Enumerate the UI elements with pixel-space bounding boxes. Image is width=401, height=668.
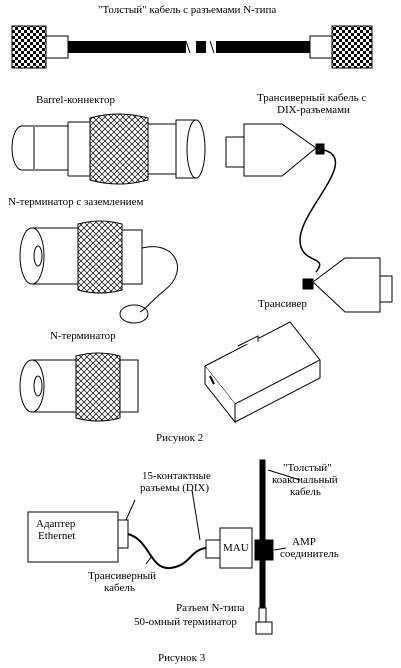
transceiver-label: Трансивер [258, 298, 307, 310]
dix-label-line1: 15-контактные [142, 470, 211, 482]
transceiver-cable-label-line2: DIX-разъемами [277, 104, 350, 116]
transceiver-cable-label-line1: Трансиверный кабель с [257, 92, 367, 104]
terminator-50-label: 50-омный терминатор [134, 616, 237, 628]
mau-label: MAU [223, 542, 249, 554]
thick-coax-label-line3: кабель [290, 486, 321, 498]
amp-connector-label-line2: соединитель [280, 548, 339, 560]
thick-cable-drawing [11, 25, 373, 69]
thick-coax-label-line1: "Толстый" [283, 462, 332, 474]
transceiver-cable-fig3-label-line2: кабель [104, 582, 135, 594]
barrel-connector-label: Barrel-коннектор [36, 94, 115, 106]
thick-cable-title: "Толстый" кабель с разъемами N-типа [98, 4, 277, 16]
n-terminator-label: N-терминатор [50, 330, 116, 342]
dix-label-line2: разъемы (DIX) [140, 482, 210, 494]
ethernet-adapter-label-line1: Адаптер [36, 518, 76, 530]
thick-coax-label-line2: коаксиальный [272, 474, 338, 486]
n-terminator-ground-drawing [19, 220, 178, 324]
figure3-caption: Рисунок 3 [158, 652, 206, 664]
barrel-connector-drawing [11, 113, 206, 185]
figure2-caption: Рисунок 2 [156, 432, 204, 444]
figure3-drawing [27, 459, 301, 635]
transceiver-cable-fig3-label-line1: Трансиверный [88, 570, 157, 582]
n-terminator-ground-label: N-терминатор с заземлением [8, 196, 144, 208]
transceiver-box-drawing [204, 321, 321, 424]
ethernet-adapter-label-line2: Ethernet [38, 530, 76, 542]
transceiver-cable-drawing [225, 123, 393, 313]
n-terminator-drawing [19, 352, 139, 422]
amp-connector-label-line1: AMP [292, 536, 316, 548]
n-connector-label: Разъем N-типа [176, 602, 245, 614]
